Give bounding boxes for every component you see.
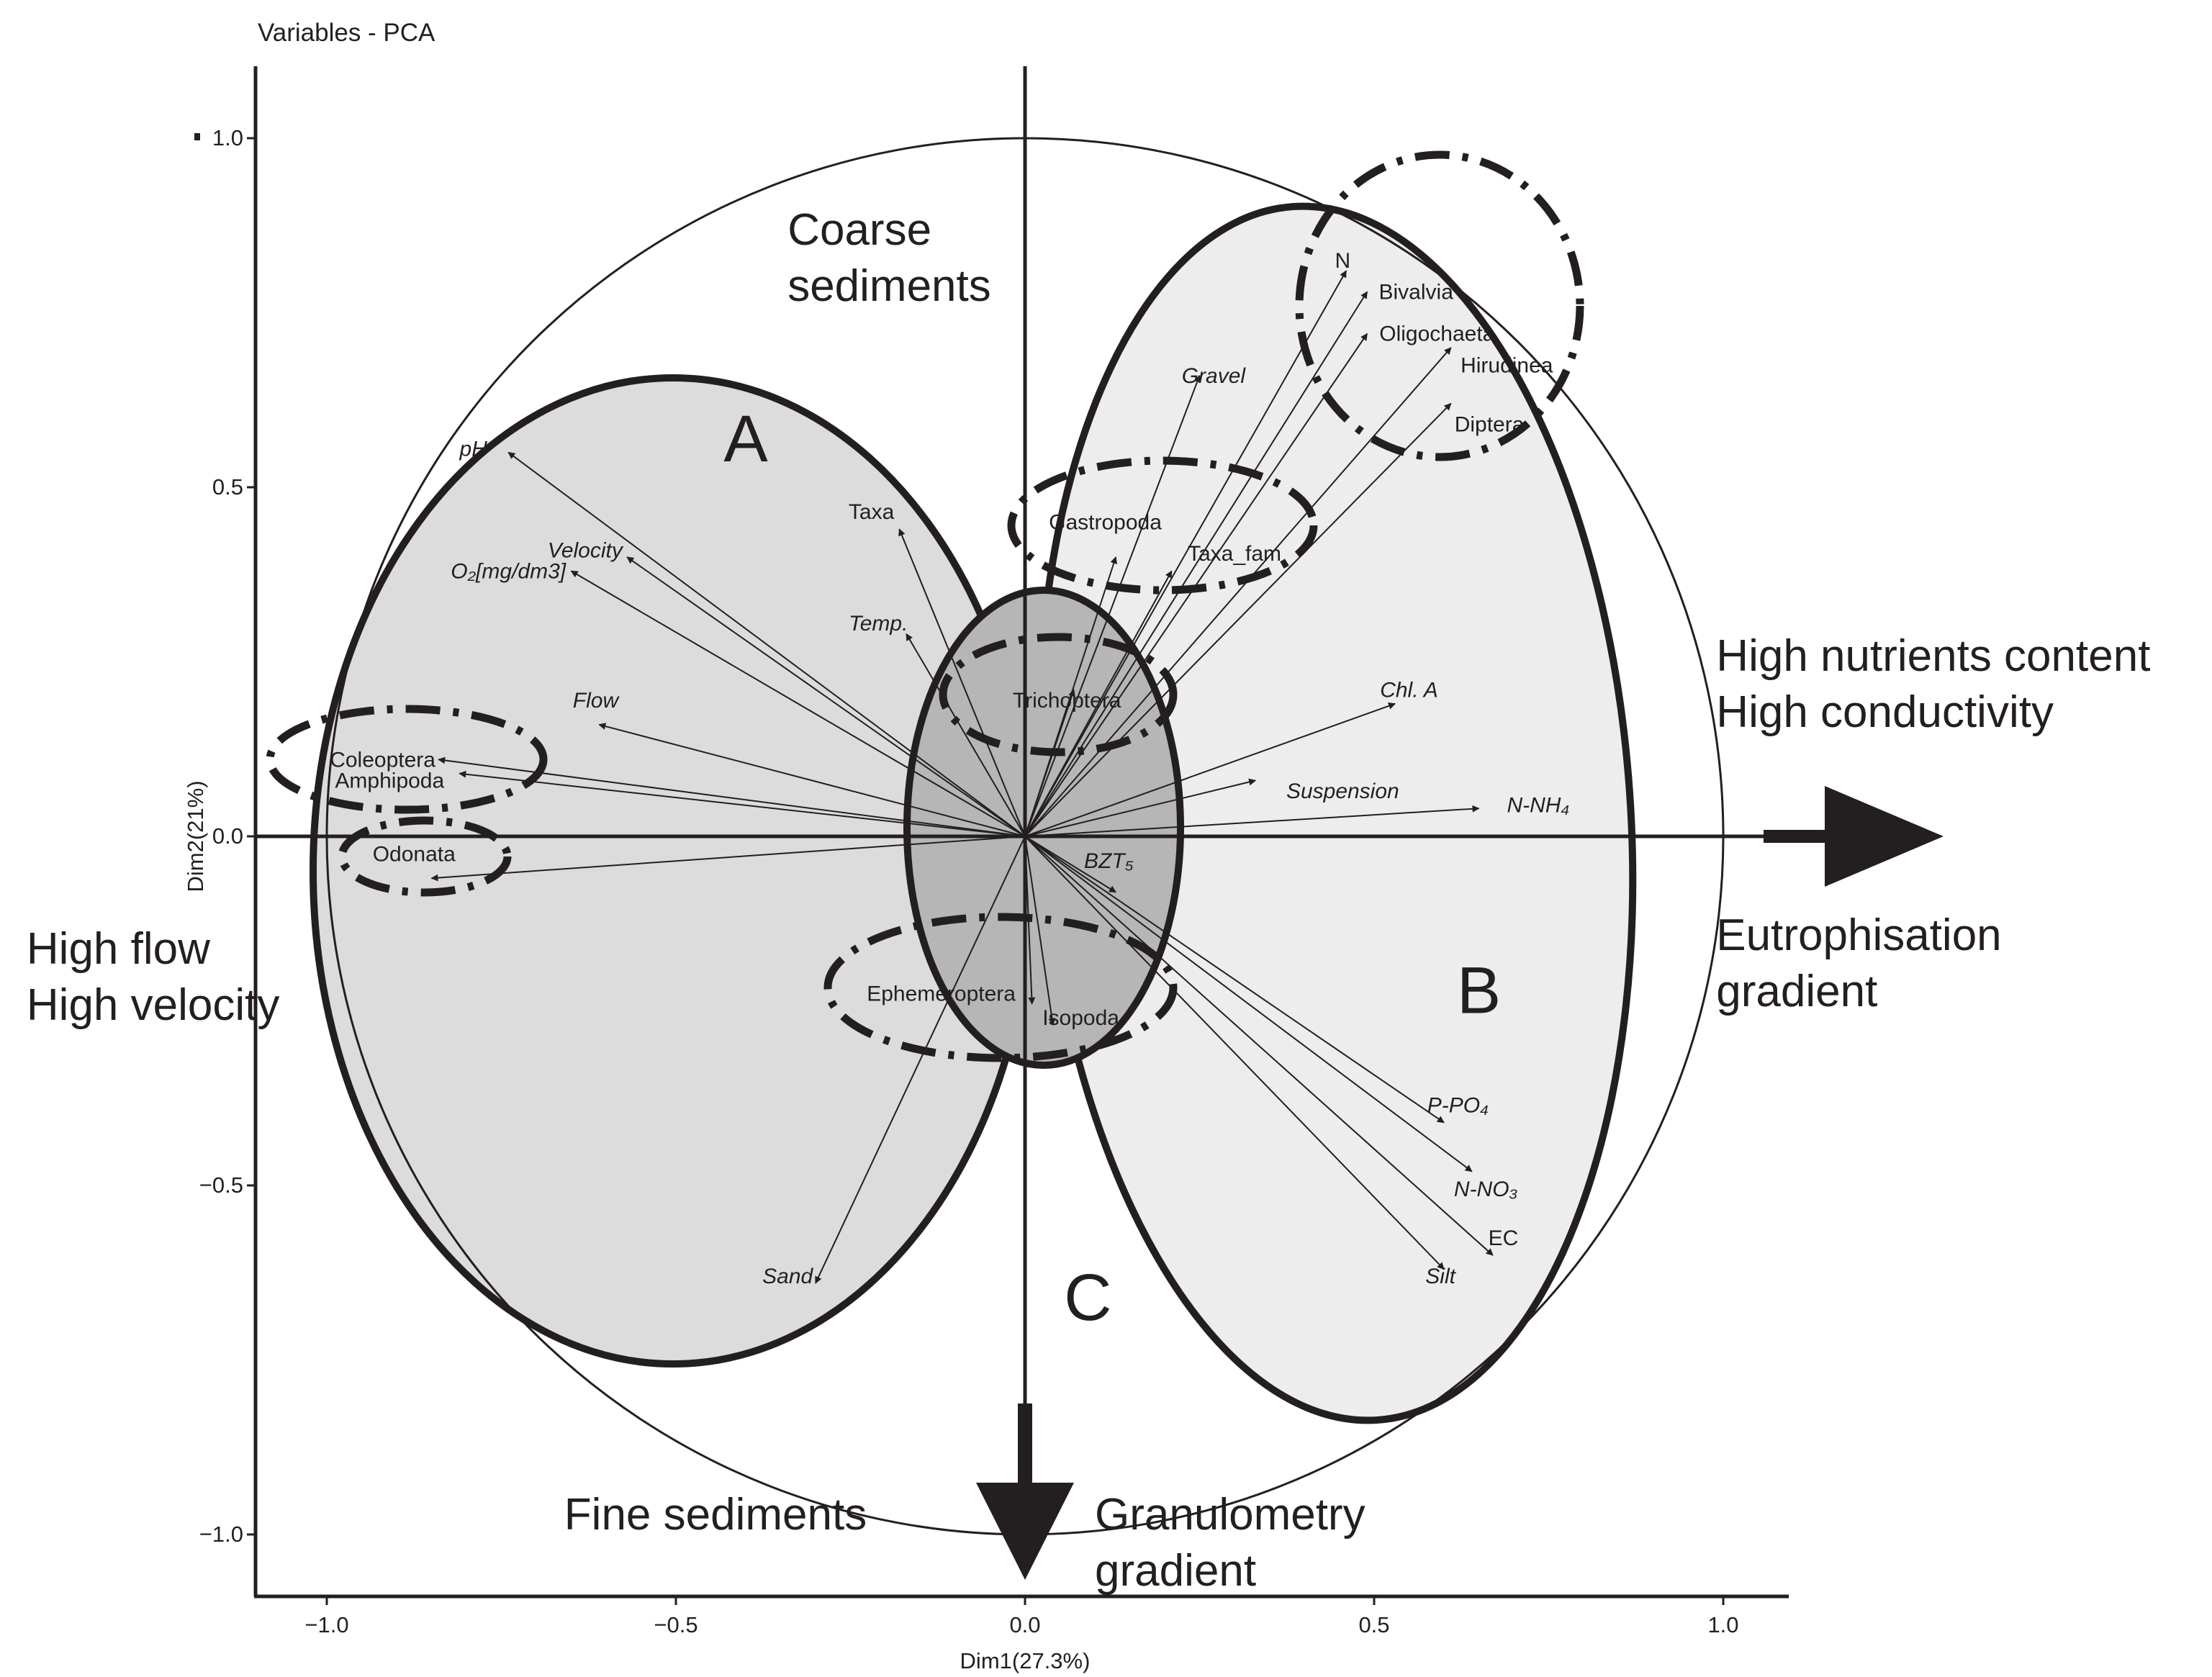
y-tick-label: 1.0 bbox=[212, 125, 243, 150]
annotation-eutrophisation-line-2: gradient bbox=[1716, 967, 1877, 1016]
vector-label-diptera: Diptera bbox=[1455, 413, 1525, 437]
vector-label-ph: pH bbox=[459, 438, 488, 461]
group-label-b: B bbox=[1457, 954, 1501, 1027]
annotation-coarse-line-1: Coarse bbox=[787, 205, 931, 255]
y-tick-label: −1.0 bbox=[199, 1522, 243, 1547]
vector-arrow-ph bbox=[507, 451, 1026, 837]
vector-label-odonata: Odonata bbox=[373, 842, 456, 866]
cluster-outline-top-right bbox=[1295, 150, 1584, 461]
vector-label-temp: Temp. bbox=[849, 612, 908, 636]
vector-arrow-velocity bbox=[626, 556, 1026, 837]
vector-label-amphipoda: Amphipoda bbox=[335, 769, 444, 792]
vector-label-ec: EC bbox=[1489, 1226, 1519, 1250]
granulometry-arrow-head bbox=[976, 1483, 1074, 1580]
vector-arrow-hirudinea bbox=[1024, 347, 1452, 837]
vector-arrow-p-po4 bbox=[1024, 836, 1445, 1124]
vector-label-bivalvia: Bivalvia bbox=[1379, 280, 1454, 304]
vector-arrow-gravel bbox=[1024, 374, 1201, 837]
cluster-outline-trichoptera bbox=[939, 633, 1178, 756]
vector-label-chl-a: Chl. A bbox=[1380, 678, 1438, 702]
vector-arrow-flow bbox=[598, 723, 1026, 837]
vector-arrow-o2-mg-dm3 bbox=[570, 570, 1026, 837]
group-label-a: A bbox=[723, 402, 768, 476]
vector-label-sand: Sand bbox=[762, 1265, 813, 1288]
chart-title: Variables - PCA bbox=[258, 19, 435, 47]
x-tick-label: −1.0 bbox=[304, 1612, 348, 1637]
vector-arrow-sand bbox=[815, 836, 1026, 1284]
annotation-high-nutrients-content-line-1: High nutrients content bbox=[1716, 631, 2150, 681]
vector-arrow-silt bbox=[1024, 836, 1445, 1270]
vector-arrow-suspension bbox=[1024, 778, 1257, 837]
vector-label-trichoptera: Trichoptera bbox=[1013, 689, 1121, 713]
vector-label-n-nh4: N-NH₄ bbox=[1507, 793, 1569, 817]
x-tick-label: 0.0 bbox=[1009, 1612, 1040, 1637]
annotation-granulometry-line-1: Granulometry bbox=[1095, 1490, 1365, 1540]
vector-arrow-isopoda bbox=[1024, 836, 1056, 1026]
vector-label-bzt5: BZT₅ bbox=[1084, 849, 1134, 873]
vector-label-flow: Flow bbox=[573, 689, 620, 713]
vector-label-ephemeroptera: Ephemeroptera bbox=[867, 982, 1016, 1005]
vector-arrow-bzt5 bbox=[1024, 836, 1116, 893]
eutrophisation-arrow-head bbox=[1825, 786, 1944, 887]
annotation-eutrophisation-line-1: Eutrophisation bbox=[1716, 910, 2001, 960]
vector-label-gravel: Gravel bbox=[1182, 364, 1247, 388]
vector-label-o2-mg-dm3: O₂[mg/dm3] bbox=[451, 559, 566, 583]
vector-label-isopoda: Isopoda bbox=[1042, 1006, 1119, 1030]
group-labels: A B C bbox=[723, 402, 1501, 1334]
vector-arrow-n bbox=[1024, 270, 1347, 837]
annotation-high-flow-line-1: High flow bbox=[27, 924, 210, 974]
annotation-high-flow-line-2: High velocity bbox=[27, 980, 279, 1030]
annotation-granulometry-line-2: gradient bbox=[1095, 1546, 1256, 1596]
y-tick-label: −0.5 bbox=[199, 1172, 243, 1198]
y-tick-label: 0.5 bbox=[212, 474, 243, 500]
cluster-outline-gastropoda bbox=[1007, 456, 1318, 595]
vector-arrow-diptera bbox=[1024, 402, 1452, 837]
vector-arrow-odonata bbox=[430, 836, 1026, 882]
axis-marker-dot bbox=[194, 133, 200, 140]
vector-arrow-temp bbox=[906, 633, 1026, 837]
y-axis-label: Dim2(21%) bbox=[183, 780, 208, 892]
vector-arrow-gastropoda bbox=[1024, 556, 1118, 837]
cluster-outline-odonata bbox=[338, 816, 512, 897]
vector-label-p-po4: P-PO₄ bbox=[1427, 1093, 1489, 1117]
vector-label-n: N bbox=[1335, 249, 1351, 273]
vector-arrow-n-nh4 bbox=[1024, 805, 1480, 837]
vector-arrow-coleoptera bbox=[438, 756, 1026, 837]
vector-label-gastropoda: Gastropoda bbox=[1049, 511, 1162, 535]
vector-label-suspension: Suspension bbox=[1286, 779, 1399, 803]
annotation-fine-sediments-line-1: Fine sediments bbox=[564, 1490, 867, 1540]
vector-label-n-no3: N-NO₃ bbox=[1454, 1177, 1518, 1201]
x-tick-label: 0.5 bbox=[1358, 1612, 1389, 1637]
cluster-outline-coleoptera bbox=[266, 705, 548, 814]
vector-label-oligochaeta: Oligochaeta bbox=[1379, 322, 1494, 346]
vector-label-taxa-fam: Taxa_fam bbox=[1188, 542, 1281, 566]
annotation-coarse-line-2: sediments bbox=[787, 261, 991, 311]
vector-label-taxa: Taxa bbox=[849, 500, 895, 524]
cluster-outline-ephemeroptera bbox=[823, 913, 1178, 1062]
vector-label-hirudinea: Hirudinea bbox=[1461, 353, 1553, 377]
vector-label-silt: Silt bbox=[1425, 1265, 1456, 1288]
group-label-c: C bbox=[1064, 1261, 1111, 1334]
vector-arrow-chl-a bbox=[1024, 702, 1396, 837]
vector-label-coleoptera: Coleoptera bbox=[330, 748, 435, 772]
vector-arrow-ec bbox=[1024, 836, 1494, 1256]
y-tick-label: 0.0 bbox=[212, 823, 243, 849]
vector-arrow-n-no3 bbox=[1024, 836, 1473, 1172]
annotation-high-nutrients-content-line-2: High conductivity bbox=[1716, 687, 2054, 737]
vector-arrow-bivalvia bbox=[1024, 291, 1368, 837]
vector-arrow-amphipoda bbox=[459, 770, 1026, 837]
x-axis-label: Dim1(27.3%) bbox=[960, 1648, 1091, 1673]
x-tick-label: 1.0 bbox=[1707, 1612, 1738, 1637]
vector-arrow-oligochaeta bbox=[1024, 333, 1368, 837]
vector-arrow-taxa bbox=[898, 528, 1026, 837]
vector-arrow-ephemeroptera bbox=[1024, 836, 1036, 1005]
vector-label-velocity: Velocity bbox=[548, 538, 624, 562]
x-tick-label: −0.5 bbox=[654, 1612, 698, 1637]
axis-ticks: −1.0 −0.5 0.0 0.5 1.0 1.0 0.5 0.0 −0.5 −1.0 bbox=[199, 125, 1739, 1637]
variable-vectors bbox=[430, 270, 1494, 1284]
